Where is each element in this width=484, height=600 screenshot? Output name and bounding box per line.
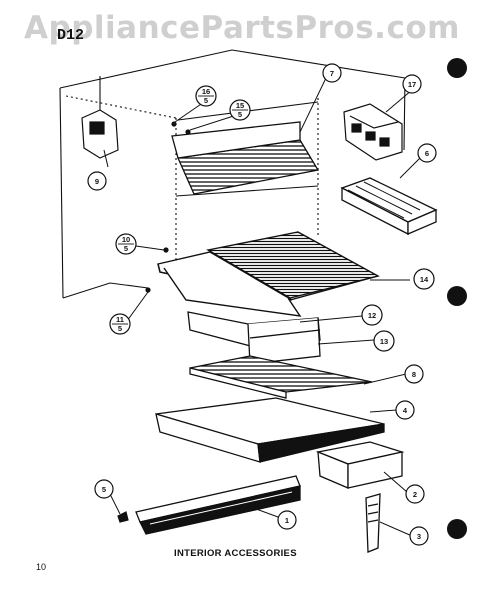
callout-10[interactable]: 10 5 xyxy=(115,233,137,255)
ice-tray xyxy=(340,177,438,236)
callout-6[interactable]: 6 xyxy=(417,143,437,163)
svg-text:12: 12 xyxy=(368,311,376,320)
page-number: 10 xyxy=(36,562,47,572)
callout-16[interactable]: 16 5 xyxy=(195,85,217,107)
binder-hole-top xyxy=(447,58,467,78)
crisper-drawer xyxy=(187,311,321,365)
light-shield xyxy=(81,109,119,159)
callout-9[interactable]: 9 xyxy=(87,171,107,191)
top-shelf xyxy=(171,121,320,195)
diagram-caption: INTERIOR ACCESSORIES xyxy=(174,548,297,559)
svg-text:5: 5 xyxy=(124,244,128,253)
callout-8[interactable]: 8 xyxy=(404,364,424,384)
svg-text:10: 10 xyxy=(122,235,130,244)
callout-15[interactable]: 15 5 xyxy=(229,99,251,121)
callout-12[interactable]: 12 xyxy=(361,304,383,326)
model-label: D12 xyxy=(57,27,85,44)
bottom-cover xyxy=(155,397,385,463)
svg-text:5: 5 xyxy=(102,485,106,494)
svg-text:16: 16 xyxy=(202,87,210,96)
callout-14[interactable]: 14 xyxy=(413,268,435,290)
binder-hole-bottom xyxy=(447,519,467,539)
hardware-16 xyxy=(171,121,177,127)
toe-grille xyxy=(135,475,301,535)
svg-text:7: 7 xyxy=(330,69,334,78)
svg-text:5: 5 xyxy=(204,96,208,105)
callout-3[interactable]: 3 xyxy=(409,526,429,546)
svg-text:4: 4 xyxy=(403,406,408,415)
hardware-15 xyxy=(185,129,191,135)
callout-5[interactable]: 5 xyxy=(94,479,114,499)
icemaker xyxy=(343,103,403,161)
callout-1[interactable]: 1 xyxy=(277,510,297,530)
callout-17[interactable]: 17 xyxy=(402,74,422,94)
callout-11[interactable]: 11 5 xyxy=(109,313,131,335)
leveling-leg xyxy=(365,493,381,553)
screw xyxy=(117,511,129,523)
meat-pan xyxy=(315,441,405,489)
svg-text:13: 13 xyxy=(380,337,388,346)
callout-7[interactable]: 7 xyxy=(322,63,342,83)
callout-13[interactable]: 13 xyxy=(373,330,395,352)
svg-text:15: 15 xyxy=(236,101,244,110)
lower-shelf xyxy=(189,355,373,399)
binder-hole-middle xyxy=(447,286,467,306)
svg-text:5: 5 xyxy=(238,110,242,119)
callout-4[interactable]: 4 xyxy=(395,400,415,420)
svg-text:9: 9 xyxy=(95,177,99,186)
svg-text:17: 17 xyxy=(408,80,416,89)
svg-text:1: 1 xyxy=(285,516,289,525)
watermark: AppliancePartsPros.com xyxy=(24,10,460,46)
hardware-11 xyxy=(145,287,151,293)
svg-text:14: 14 xyxy=(420,275,429,284)
svg-text:2: 2 xyxy=(413,490,417,499)
callout-2[interactable]: 2 xyxy=(405,484,425,504)
svg-text:8: 8 xyxy=(412,370,416,379)
glass-shelf xyxy=(157,231,380,317)
svg-text:6: 6 xyxy=(425,149,429,158)
svg-text:3: 3 xyxy=(417,532,421,541)
hardware-10 xyxy=(163,247,169,253)
svg-text:5: 5 xyxy=(118,324,122,333)
svg-text:11: 11 xyxy=(116,315,124,324)
